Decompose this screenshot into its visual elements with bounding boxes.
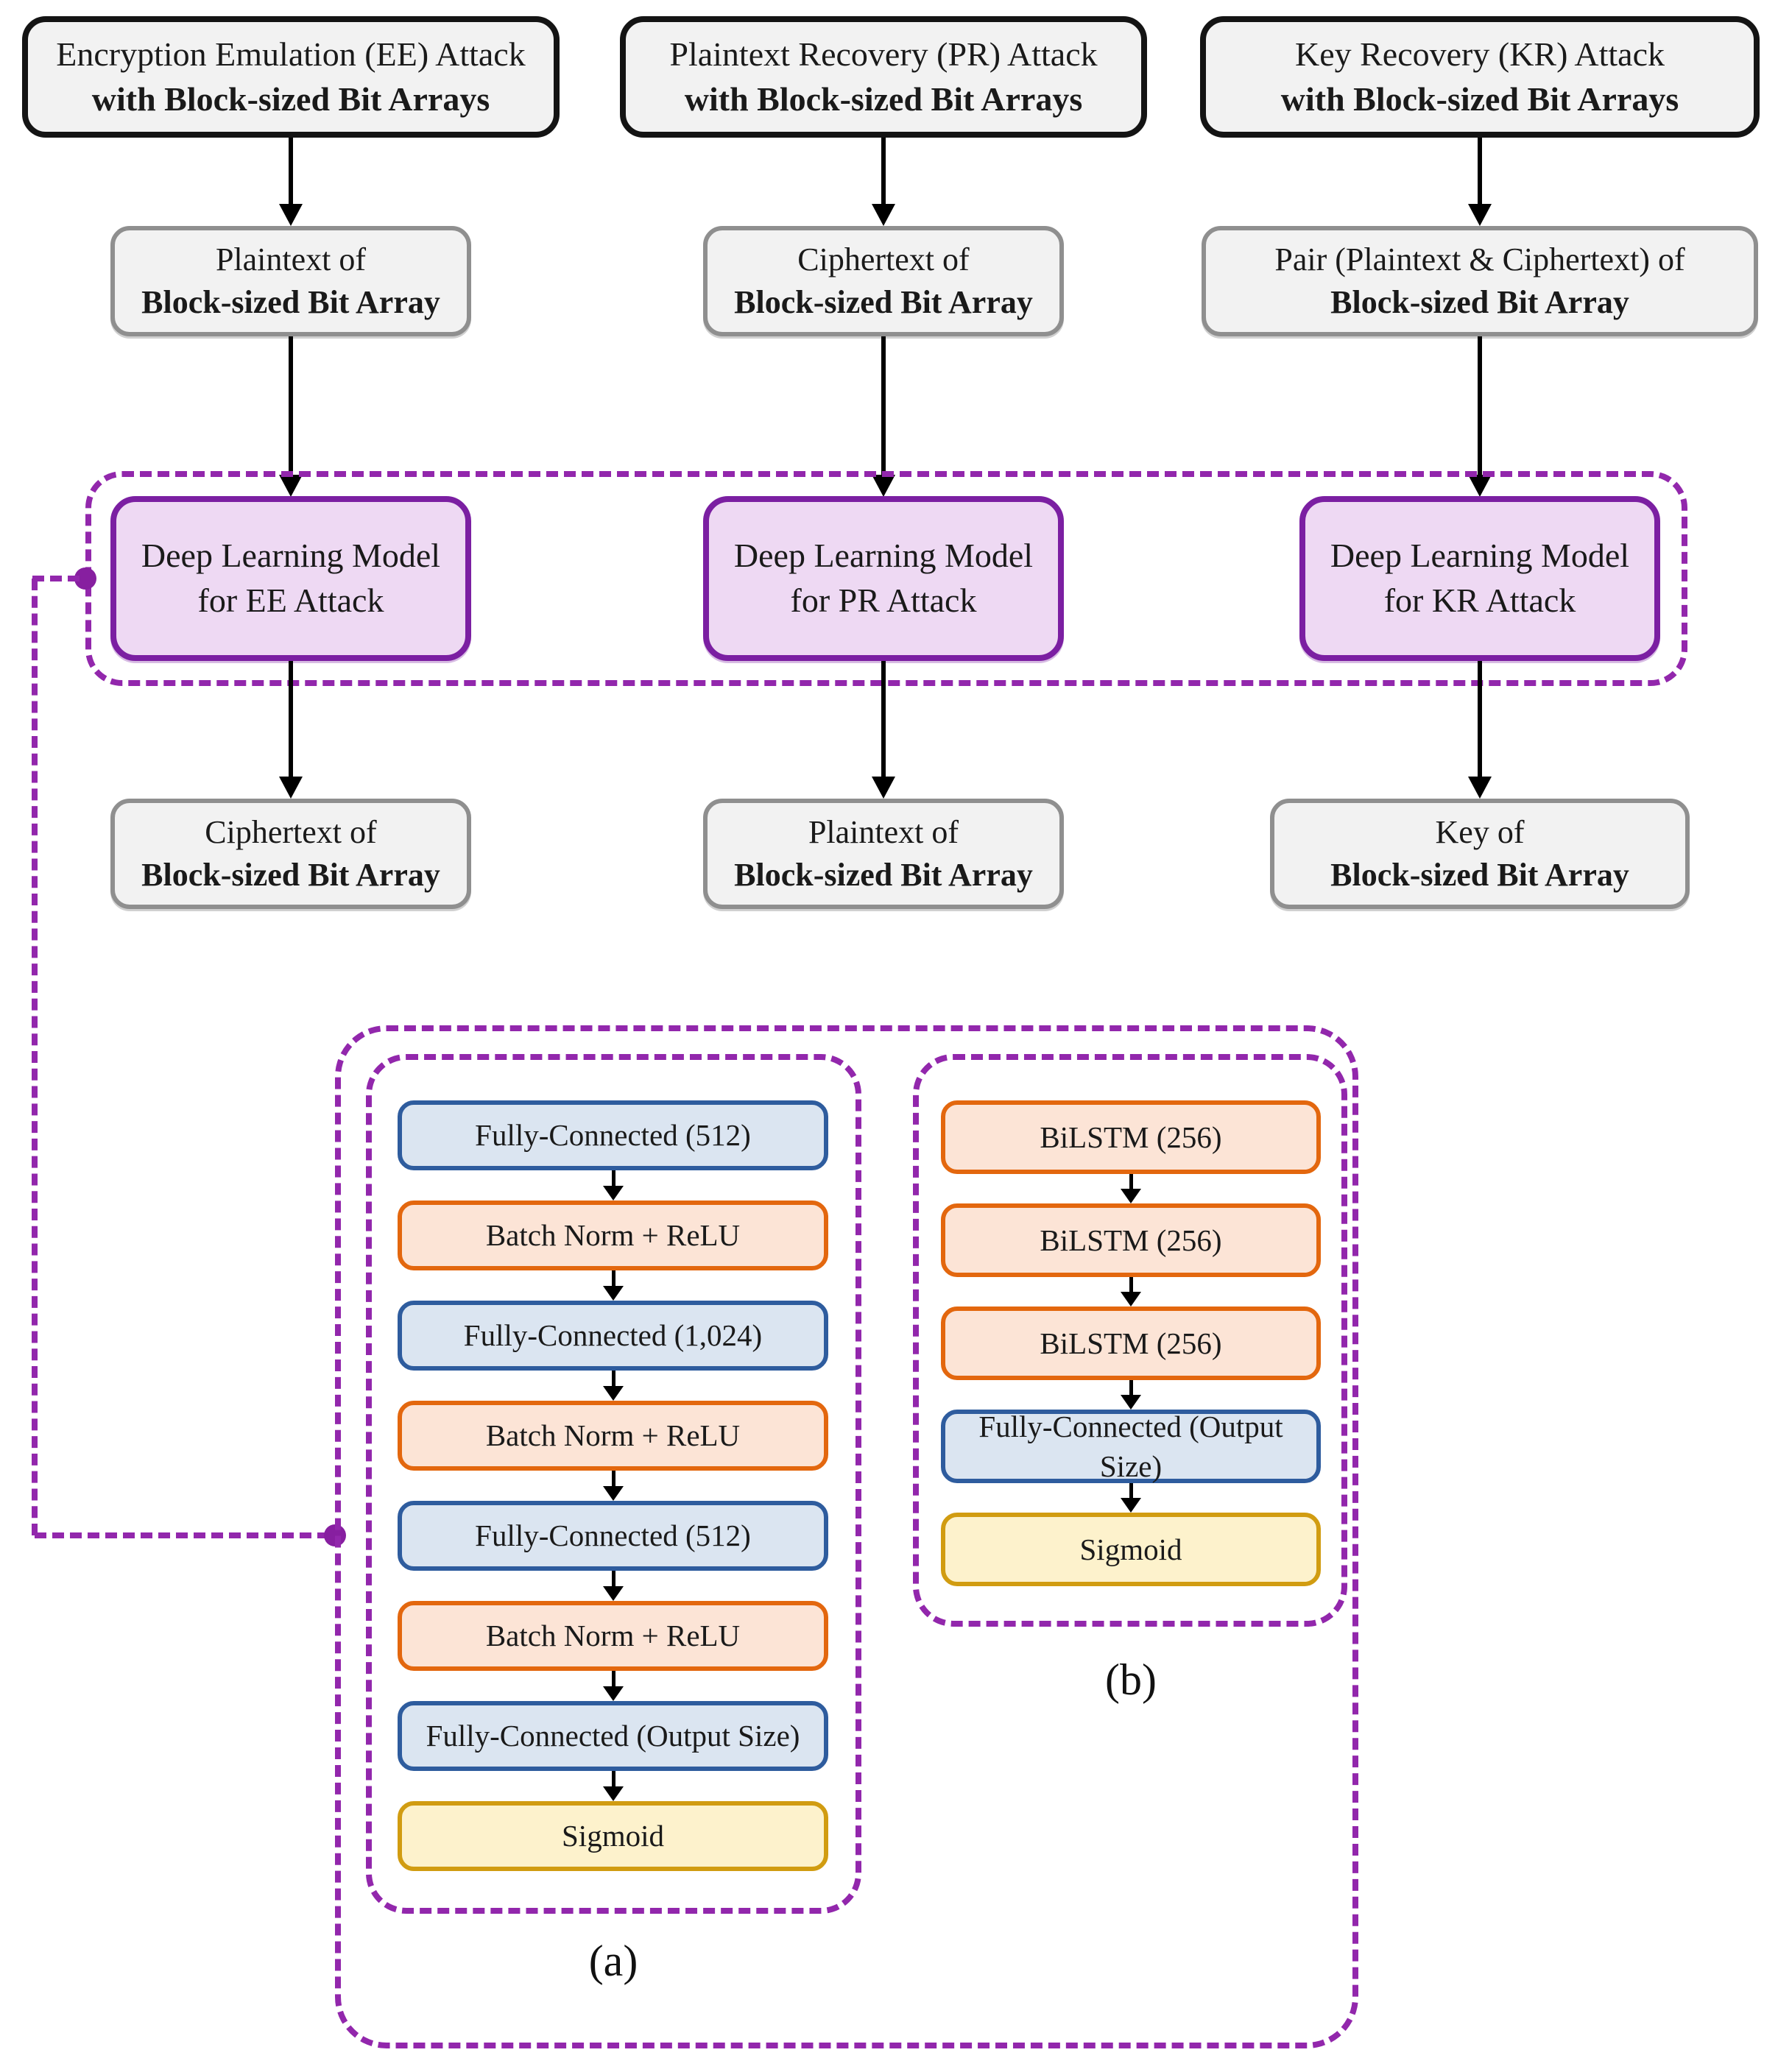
input-box-kr-line2: Block-sized Bit Array: [1330, 284, 1629, 320]
arrow-down-icon: [871, 336, 896, 497]
layer-label: BiLSTM (256): [1040, 1326, 1222, 1360]
arrow-down-icon: [278, 661, 303, 799]
arrow-down-icon: [603, 1170, 624, 1201]
layer-a-bn-relu-3: Batch Norm + ReLU: [398, 1601, 828, 1671]
input-box-pr-line2: Block-sized Bit Array: [734, 284, 1033, 320]
input-box-kr: Pair (Plaintext & Ciphertext) of Block-s…: [1202, 226, 1758, 336]
layer-label: Batch Norm + ReLU: [485, 1619, 741, 1653]
arrow-down-icon: [1467, 138, 1492, 226]
output-box-ee-line1: Ciphertext of: [205, 813, 377, 850]
arrow-down-icon: [603, 1671, 624, 1701]
layer-label: Fully-Connected (Output Size): [978, 1409, 1283, 1483]
layer-a-fc-1024: Fully-Connected (1,024): [398, 1301, 828, 1371]
layer-b-sigmoid: Sigmoid: [941, 1513, 1321, 1586]
layer-label: Sigmoid: [562, 1819, 664, 1853]
connector-line: [32, 579, 38, 1535]
arrow-down-icon: [871, 661, 896, 799]
layer-b-bilstm-2: BiLSTM (256): [941, 1203, 1321, 1277]
output-box-kr-line2: Block-sized Bit Array: [1330, 857, 1629, 893]
arrow-down-icon: [1121, 1174, 1141, 1203]
layer-b-fc-output: Fully-Connected (Output Size): [941, 1410, 1321, 1483]
layer-a-fc-512-2: Fully-Connected (512): [398, 1501, 828, 1571]
model-box-pr-line1: Deep Learning Model: [733, 537, 1034, 575]
attack-box-ee: Encryption Emulation (EE) Attack with Bl…: [22, 16, 560, 138]
model-box-ee-line2: for EE Attack: [197, 581, 384, 619]
architecture-a-label: (a): [588, 1937, 638, 1985]
input-box-ee-line1: Plaintext of: [215, 241, 367, 277]
model-box-pr: Deep Learning Model for PR Attack: [703, 496, 1064, 661]
architecture-b-container: [913, 1054, 1347, 1627]
model-box-kr-line2: for KR Attack: [1383, 581, 1576, 619]
architecture-b-label: (b): [1105, 1655, 1157, 1704]
arrow-down-icon: [603, 1571, 624, 1601]
arrow-down-icon: [1121, 1380, 1141, 1410]
attack-box-ee-subtitle: with Block-sized Bit Arrays: [91, 79, 490, 118]
layer-label: Sigmoid: [1079, 1532, 1182, 1566]
layer-label: Batch Norm + ReLU: [485, 1218, 741, 1253]
input-box-ee: Plaintext of Block-sized Bit Array: [110, 226, 471, 336]
layer-a-fc-output: Fully-Connected (Output Size): [398, 1701, 828, 1771]
layer-label: Fully-Connected (1,024): [463, 1318, 763, 1353]
model-box-pr-line2: for PR Attack: [790, 581, 977, 619]
output-box-ee: Ciphertext of Block-sized Bit Array: [110, 799, 471, 909]
arrow-down-icon: [278, 138, 303, 226]
attack-box-kr-title: Key Recovery (KR) Attack: [1294, 35, 1665, 73]
layer-label: Fully-Connected (512): [475, 1118, 751, 1153]
model-box-kr-line1: Deep Learning Model: [1330, 537, 1630, 575]
input-box-pr-line1: Ciphertext of: [797, 241, 970, 277]
input-box-ee-line2: Block-sized Bit Array: [141, 284, 440, 320]
arrow-down-icon: [1467, 661, 1492, 799]
layer-a-sigmoid: Sigmoid: [398, 1801, 828, 1871]
arrow-down-icon: [1467, 336, 1492, 497]
architecture-a-container: [366, 1054, 861, 1914]
attack-box-pr: Plaintext Recovery (PR) Attack with Bloc…: [620, 16, 1147, 138]
layer-b-bilstm-1: BiLSTM (256): [941, 1100, 1321, 1174]
connector-line: [35, 1532, 329, 1538]
architectures-outer-container: [335, 1025, 1358, 2048]
arrow-down-icon: [278, 336, 303, 497]
layer-b-bilstm-3: BiLSTM (256): [941, 1307, 1321, 1380]
output-box-pr: Plaintext of Block-sized Bit Array: [703, 799, 1064, 909]
model-box-ee: Deep Learning Model for EE Attack: [110, 496, 471, 661]
output-box-kr: Key of Block-sized Bit Array: [1270, 799, 1690, 909]
input-box-pr: Ciphertext of Block-sized Bit Array: [703, 226, 1064, 336]
output-box-pr-line1: Plaintext of: [808, 813, 959, 850]
layer-a-fc-512-1: Fully-Connected (512): [398, 1100, 828, 1170]
layer-a-bn-relu-1: Batch Norm + ReLU: [398, 1201, 828, 1270]
layer-label: Fully-Connected (512): [475, 1518, 751, 1553]
output-box-kr-line1: Key of: [1435, 813, 1525, 850]
arrow-down-icon: [871, 138, 896, 226]
attack-box-kr: Key Recovery (KR) Attack with Block-size…: [1200, 16, 1760, 138]
arrow-down-icon: [603, 1771, 624, 1801]
arrow-down-icon: [603, 1270, 624, 1301]
connector-line: [32, 576, 80, 581]
arrow-down-icon: [603, 1471, 624, 1501]
layer-label: BiLSTM (256): [1040, 1223, 1222, 1257]
attack-box-kr-subtitle: with Block-sized Bit Arrays: [1280, 79, 1679, 118]
layer-label: Fully-Connected (Output Size): [426, 1719, 800, 1753]
model-box-ee-line1: Deep Learning Model: [141, 537, 441, 575]
output-box-ee-line2: Block-sized Bit Array: [141, 857, 440, 893]
attack-box-ee-title: Encryption Emulation (EE) Attack: [56, 35, 526, 73]
attack-box-pr-title: Plaintext Recovery (PR) Attack: [669, 35, 1098, 73]
layer-label: Batch Norm + ReLU: [485, 1418, 741, 1453]
arrow-down-icon: [1121, 1277, 1141, 1307]
attack-box-pr-subtitle: with Block-sized Bit Arrays: [684, 79, 1083, 118]
arrow-down-icon: [603, 1371, 624, 1401]
layer-a-bn-relu-2: Batch Norm + ReLU: [398, 1401, 828, 1471]
arrow-down-icon: [1121, 1483, 1141, 1513]
output-box-pr-line2: Block-sized Bit Array: [734, 857, 1033, 893]
input-box-kr-line1: Pair (Plaintext & Ciphertext) of: [1274, 241, 1685, 277]
layer-label: BiLSTM (256): [1040, 1120, 1222, 1154]
model-box-kr: Deep Learning Model for KR Attack: [1299, 496, 1660, 661]
